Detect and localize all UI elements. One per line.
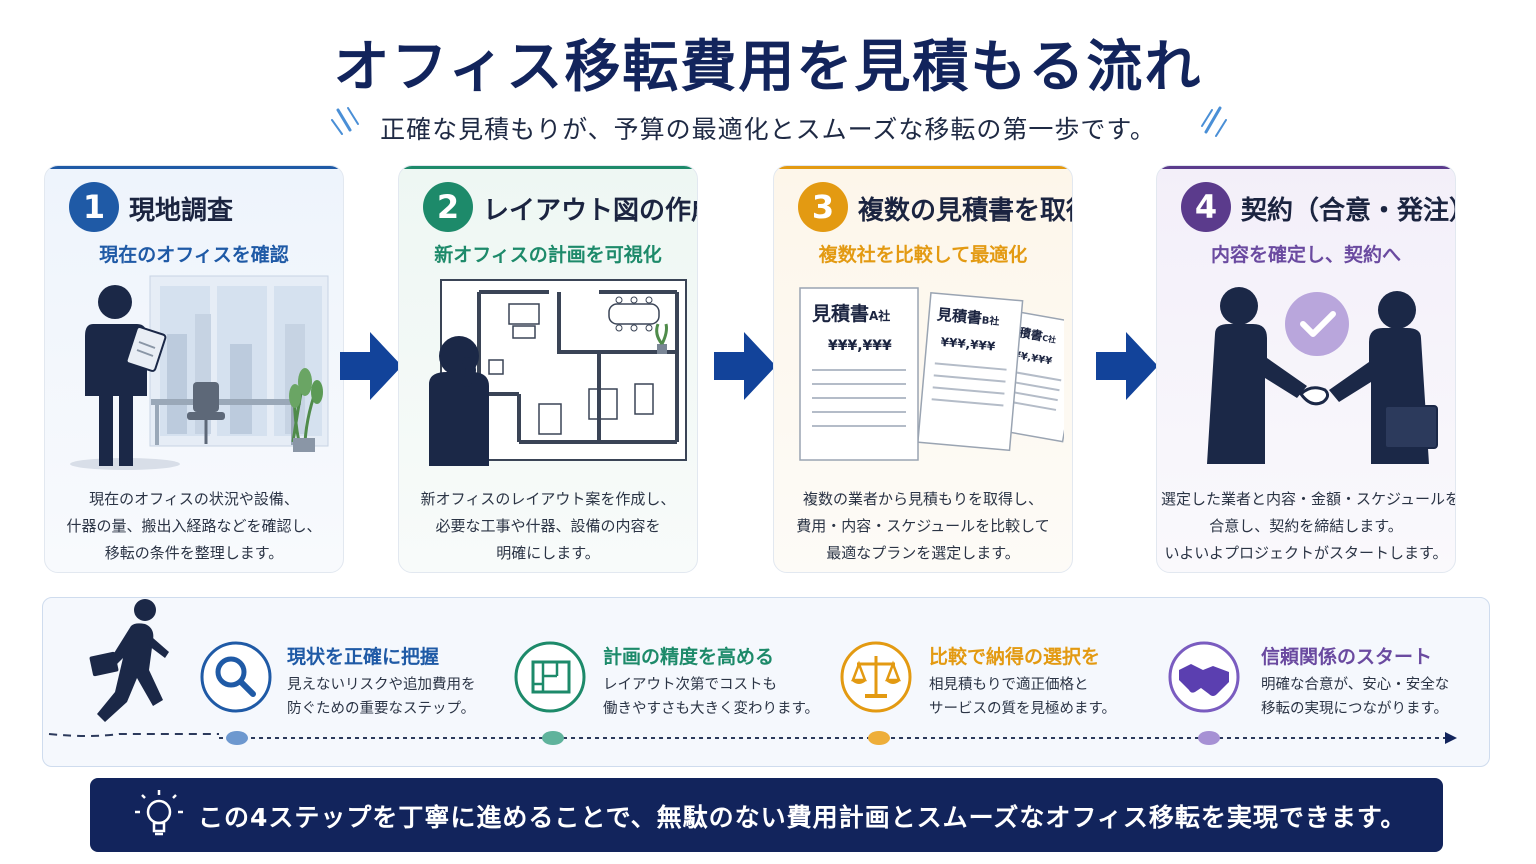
quote-a-label: 見積書A社 — [812, 302, 890, 325]
step-card-3: 3 複数の見積書を取得 複数社を比較して最適化 見積書C社 ¥¥¥,¥¥¥ 見積… — [773, 165, 1073, 573]
benefit-description: 明確な合意が、安心・安全な 移転の実現につながります。 — [1261, 677, 1450, 717]
arrow-right-icon — [340, 332, 402, 400]
timeline-dot — [226, 731, 248, 745]
step-number: 3 — [798, 182, 848, 232]
benefits-panel: 現状を正確に把握 見えないリスクや追加費用を 防ぐための重要なステップ。 計画の… — [42, 597, 1490, 767]
step-number: 1 — [69, 182, 119, 232]
benefit-title: 信頼関係のスタート — [1261, 646, 1433, 668]
step-description: 新オフィスのレイアウト案を作成し、 必要な工事や什器、設備の内容を 明確にします… — [420, 490, 676, 562]
handshake-illustration — [1207, 287, 1438, 464]
scales-icon — [840, 641, 912, 713]
step-subtitle: 内容を確定し、契約へ — [1210, 244, 1401, 266]
magnifier-icon — [200, 641, 272, 713]
quote-a-amount: ¥¥¥,¥¥¥ — [828, 338, 892, 354]
step-subtitle: 新オフィスの計画を可視化 — [434, 244, 662, 266]
step-title: 契約（合意・発注） — [1241, 196, 1456, 226]
timeline-dot — [542, 731, 564, 745]
timeline-dot — [1198, 731, 1220, 745]
site-survey-illustration — [70, 275, 329, 470]
step-number: 2 — [423, 182, 473, 232]
quote-b-label: 見積書B社 — [935, 305, 1000, 328]
step-title: 複数の見積書を取得 — [858, 196, 1073, 226]
handshake-icon — [1168, 641, 1240, 713]
page-subtitle: 正確な見積もりが、予算の最適化とスムーズな移転の第一歩です。 — [380, 115, 1156, 144]
sparkle-left-icon — [331, 107, 359, 135]
blueprint-icon — [514, 641, 586, 713]
walking-businessman-icon — [89, 599, 169, 722]
subtitle-row: 正確な見積もりが、予算の最適化とスムーズな移転の第一歩です。 — [0, 104, 1536, 148]
progress-timeline — [48, 731, 1457, 745]
step-card-4: 4 契約（合意・発注） 内容を確定し、契約へ 選定した業者と内容・金額・スケジュ… — [1156, 165, 1456, 573]
arrow-right-icon — [714, 332, 776, 400]
benefit-title: 比較で納得の選択を — [929, 646, 1101, 668]
benefit-description: 相見積もりで適正価格と サービスの質を見極めます。 — [929, 677, 1117, 717]
arrow-right-icon — [1096, 332, 1158, 400]
sparkle-right-icon — [1201, 106, 1227, 137]
lightbulb-icon — [135, 790, 183, 836]
step-description: 複数の業者から見積もりを取得し、 費用・内容・スケジュールを比較して 最適なプラ… — [796, 490, 1050, 562]
step-subtitle: 現在のオフィスを確認 — [99, 244, 289, 266]
quote-b-amount: ¥¥¥,¥¥¥ — [940, 335, 996, 354]
summary-banner: この4ステップを丁寧に進めることで、無駄のない費用計画とスムーズなオフィス移転を… — [90, 778, 1443, 852]
quotes-illustration: 見積書C社 ¥¥¥,¥¥¥ 見積書B社 ¥¥¥,¥¥¥ 見積書A社 ¥¥¥,¥¥… — [799, 287, 1064, 461]
step-title: レイアウト図の作成 — [483, 196, 698, 226]
timeline-dot — [868, 731, 890, 745]
page-title: オフィス移転費用を見積もる流れ — [333, 35, 1203, 100]
step-description: 選定した業者と内容・金額・スケジュールを 合意し、契約を締結します。 いよいよプ… — [1161, 490, 1456, 562]
layout-plan-illustration — [429, 279, 687, 466]
step-description: 現在のオフィスの状況や設備、 什器の量、搬出入経路などを確認し、 移転の条件を整… — [66, 490, 322, 562]
step-title: 現地調査 — [129, 196, 234, 226]
step-number: 4 — [1181, 182, 1231, 232]
summary-text: この4ステップを丁寧に進めることで、無駄のない費用計画とスムーズなオフィス移転を… — [198, 803, 1407, 832]
benefit-description: レイアウト次第でコストも 働きやすさも大きく変わります。 — [603, 677, 820, 717]
step-card-2: 2 レイアウト図の作成 新オフィスの計画を可視化 新オフィスのレイアウト案を作成… — [398, 165, 698, 573]
benefit-description: 見えないリスクや追加費用を 防ぐための重要なステップ。 — [287, 677, 476, 717]
benefit-title: 計画の精度を高める — [603, 646, 775, 668]
benefit-title: 現状を正確に把握 — [287, 646, 440, 668]
step-card-1: 1 現地調査 現在のオフィスを確認 現在のオフィスの状況や設備、 什器の量、搬出… — [44, 165, 344, 573]
step-subtitle: 複数社を比較して最適化 — [818, 244, 1028, 266]
